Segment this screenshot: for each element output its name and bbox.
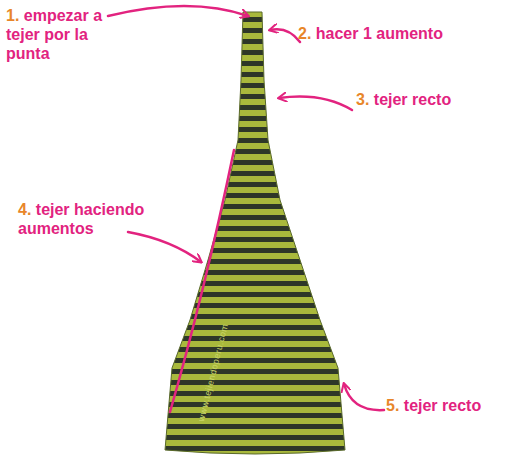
hat-outline: [165, 12, 345, 454]
callout-number: 4.: [18, 201, 31, 218]
callout-label: 2. hacer 1 aumento: [298, 24, 498, 43]
bracket-line: [170, 150, 234, 412]
callout-number: 5.: [386, 397, 399, 414]
callout-text: hacer 1 aumento: [316, 25, 443, 42]
callout-text: tejer recto: [404, 397, 481, 414]
callout-text: tejer recto: [374, 91, 451, 108]
callout-label: 3. tejer recto: [356, 90, 506, 109]
callout-label: 4. tejer haciendo aumentos: [18, 200, 163, 238]
leader-line: [108, 6, 248, 16]
leader-line: [128, 232, 201, 262]
knitted-hat: [150, 0, 360, 458]
callout-number: 1.: [6, 7, 19, 24]
leader-line: [344, 384, 384, 410]
callout-text: empezar a tejer por la punta: [6, 7, 102, 62]
leader-line: [279, 97, 352, 111]
leader-line: [270, 29, 300, 42]
callout-number: 3.: [356, 91, 369, 108]
callout-number: 2.: [298, 25, 311, 42]
callout-label: 1. empezar a tejer por la punta: [6, 6, 114, 63]
callout-label: 5. tejer recto: [386, 396, 506, 415]
callout-text: tejer haciendo aumentos: [18, 201, 144, 237]
